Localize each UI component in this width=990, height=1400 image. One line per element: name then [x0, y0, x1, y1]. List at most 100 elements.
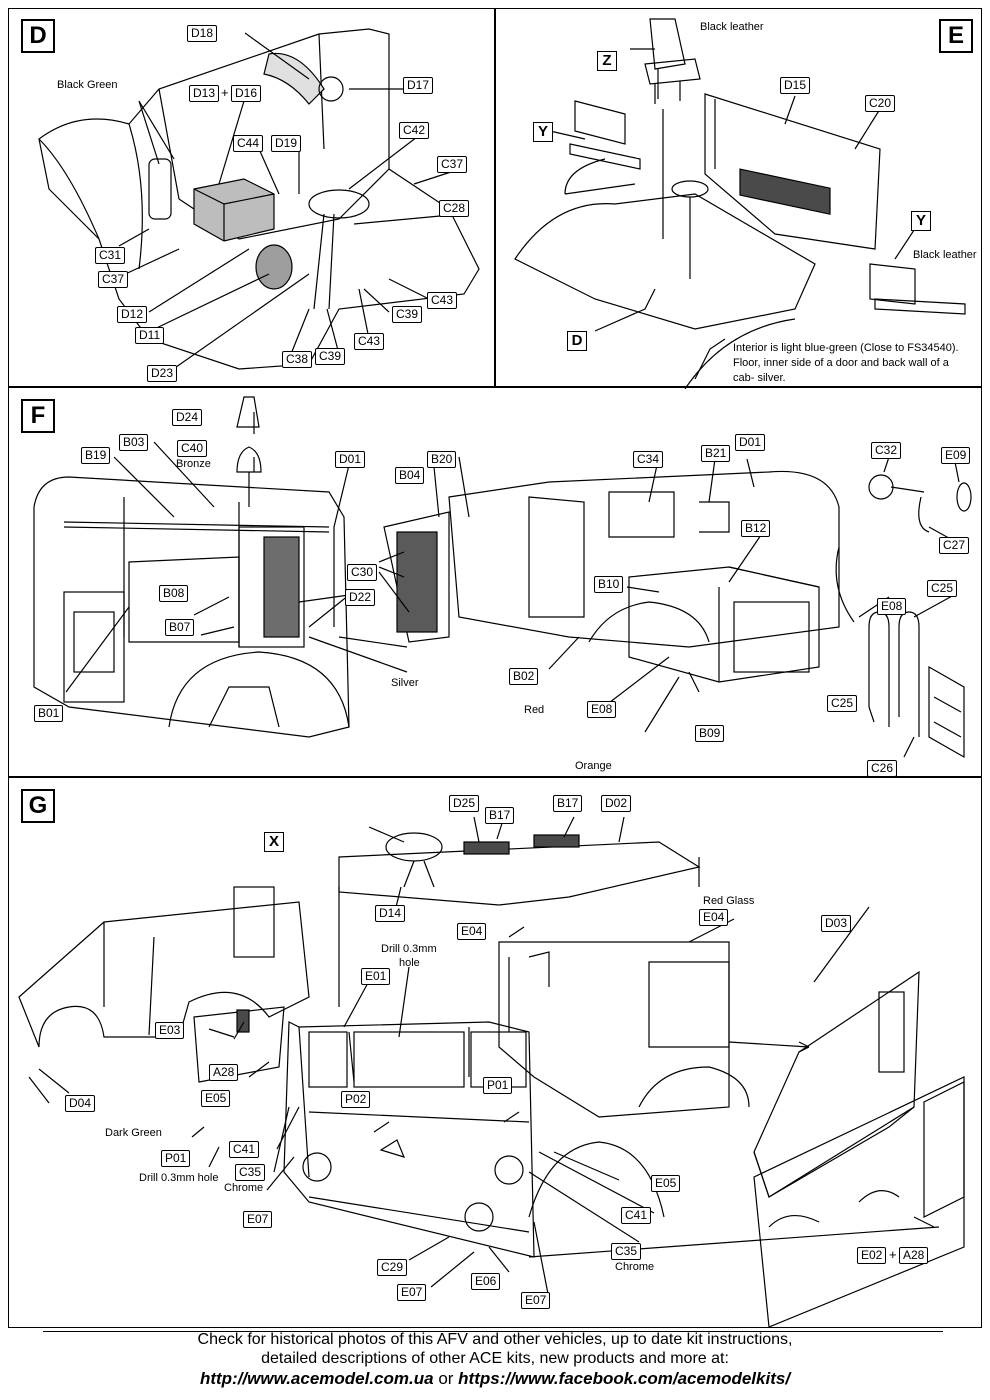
callout-c20: C20	[865, 95, 896, 112]
callout-e09: E09	[941, 447, 971, 464]
callout-e01: E01	[361, 968, 391, 985]
panel-f-drawing	[33, 396, 972, 759]
callout-p01-right: P01	[483, 1077, 513, 1094]
footer-links: http://www.acemodel.com.ua or https://ww…	[0, 1368, 990, 1390]
callout-d13: D13	[189, 85, 220, 102]
callout-d22: D22	[345, 589, 376, 606]
callout-c25-top: C25	[927, 580, 958, 597]
note-black-leather-top: Black leather	[700, 21, 764, 33]
callout-c31: C31	[95, 247, 126, 264]
panel-g-label: G	[21, 789, 55, 823]
callout-b17-left: B17	[485, 807, 515, 824]
callout-c37: C37	[437, 156, 468, 173]
note-drill-top-2: hole	[399, 957, 420, 969]
note-interior-line2: Floor, inner side of a door and back wal…	[733, 357, 949, 369]
callout-b02: B02	[509, 668, 539, 685]
callout-b07: B07	[165, 619, 195, 636]
callout-c40: C40	[177, 440, 208, 457]
callout-d16: D16	[231, 85, 262, 102]
callout-e05-left: E05	[201, 1090, 231, 1107]
panel-d: D D18 D17 D13 + D16	[8, 8, 496, 388]
callout-b20: B20	[427, 451, 457, 468]
note-black-green: Black Green	[57, 79, 118, 91]
note-interior-line1: Interior is light blue-green (Close to F…	[733, 342, 959, 354]
website-link[interactable]: http://www.acemodel.com.ua	[199, 1369, 434, 1388]
callout-c34: C34	[633, 451, 664, 468]
marker-z: Z	[597, 51, 617, 71]
callout-d02: D02	[601, 795, 632, 812]
facebook-link[interactable]: https://www.facebook.com/acemodelkits/	[458, 1369, 791, 1388]
note-chrome-right: Chrome	[615, 1261, 655, 1273]
plus-sign: +	[221, 85, 229, 100]
callout-b17-right: B17	[553, 795, 583, 812]
panel-f-label: F	[21, 399, 55, 433]
callout-c44: C44	[233, 135, 264, 152]
note-orange: Orange	[575, 760, 612, 772]
callout-e07-right: E07	[521, 1292, 551, 1309]
callout-c29: C29	[377, 1259, 408, 1276]
note-dark-green: Dark Green	[105, 1127, 162, 1139]
callout-c35-right: C35	[611, 1243, 642, 1260]
callout-e08-right: E08	[877, 598, 907, 615]
callout-b19: B19	[81, 447, 111, 464]
callout-c30: C30	[347, 564, 378, 581]
footer-or: or	[433, 1369, 459, 1388]
panel-g: G	[8, 776, 982, 1332]
note-chrome-left: Chrome	[224, 1182, 264, 1194]
callout-e04-right: E04	[699, 909, 729, 926]
callout-d01-left: D01	[335, 451, 366, 468]
callout-a28-left: A28	[209, 1064, 239, 1081]
callout-e04-left: E04	[457, 923, 487, 940]
callout-a28-right: A28	[899, 1247, 929, 1264]
callout-e08-left: E08	[587, 701, 617, 718]
callout-c43: C43	[427, 292, 458, 309]
panel-e-label: E	[939, 19, 973, 53]
callout-c32: C32	[871, 442, 902, 459]
callout-c39: C39	[315, 348, 346, 365]
note-black-leather-right: Black leather	[913, 249, 977, 261]
callout-e03: E03	[155, 1022, 185, 1039]
callout-d25: D25	[449, 795, 480, 812]
callout-e05-right: E05	[651, 1175, 681, 1192]
callout-c39: C39	[392, 306, 423, 323]
callout-c27: C27	[939, 537, 970, 554]
footer-line-1: Check for historical photos of this AFV …	[197, 1331, 793, 1348]
callout-c41-left: C41	[229, 1141, 260, 1158]
panel-d-label: D	[21, 19, 55, 53]
callout-p01-left: P01	[161, 1150, 191, 1167]
callout-d18: D18	[187, 25, 218, 42]
callout-e07-left: E07	[243, 1211, 273, 1228]
callout-c38: C38	[282, 351, 313, 368]
callout-d11: D11	[135, 327, 165, 344]
callout-d24: D24	[172, 409, 203, 426]
marker-y-left: Y	[533, 122, 553, 142]
callout-b21: B21	[701, 445, 731, 462]
panel-e-drawing	[514, 18, 966, 389]
callout-d04: D04	[65, 1095, 96, 1112]
panel-e: E Z Y Y D D15 C20 Black leather B	[494, 8, 982, 389]
panel-d-drawing	[38, 28, 480, 373]
note-red: Red	[524, 704, 545, 716]
callout-d17: D17	[403, 77, 434, 94]
callout-b01: B01	[34, 705, 64, 722]
callout-d15: D15	[780, 77, 811, 94]
note-silver: Silver	[391, 677, 419, 689]
callout-d01-right: D01	[735, 434, 766, 451]
callout-b12: B12	[741, 520, 771, 537]
callout-p02: P02	[341, 1091, 371, 1108]
footer-rule	[43, 1331, 943, 1332]
callout-b10: B10	[594, 576, 624, 593]
callout-d03: D03	[821, 915, 852, 932]
callout-b04: B04	[395, 467, 425, 484]
callout-e02: E02	[857, 1247, 887, 1264]
callout-d14: D14	[375, 905, 406, 922]
callout-e07-mid: E07	[397, 1284, 427, 1301]
callout-b09: B09	[695, 725, 725, 742]
marker-y-right: Y	[911, 211, 931, 231]
callout-e06: E06	[471, 1273, 501, 1290]
callout-d23: D23	[147, 365, 178, 382]
callout-c42: C42	[399, 122, 430, 139]
panel-f: F	[8, 386, 982, 778]
panel-g-drawing	[18, 816, 965, 1328]
